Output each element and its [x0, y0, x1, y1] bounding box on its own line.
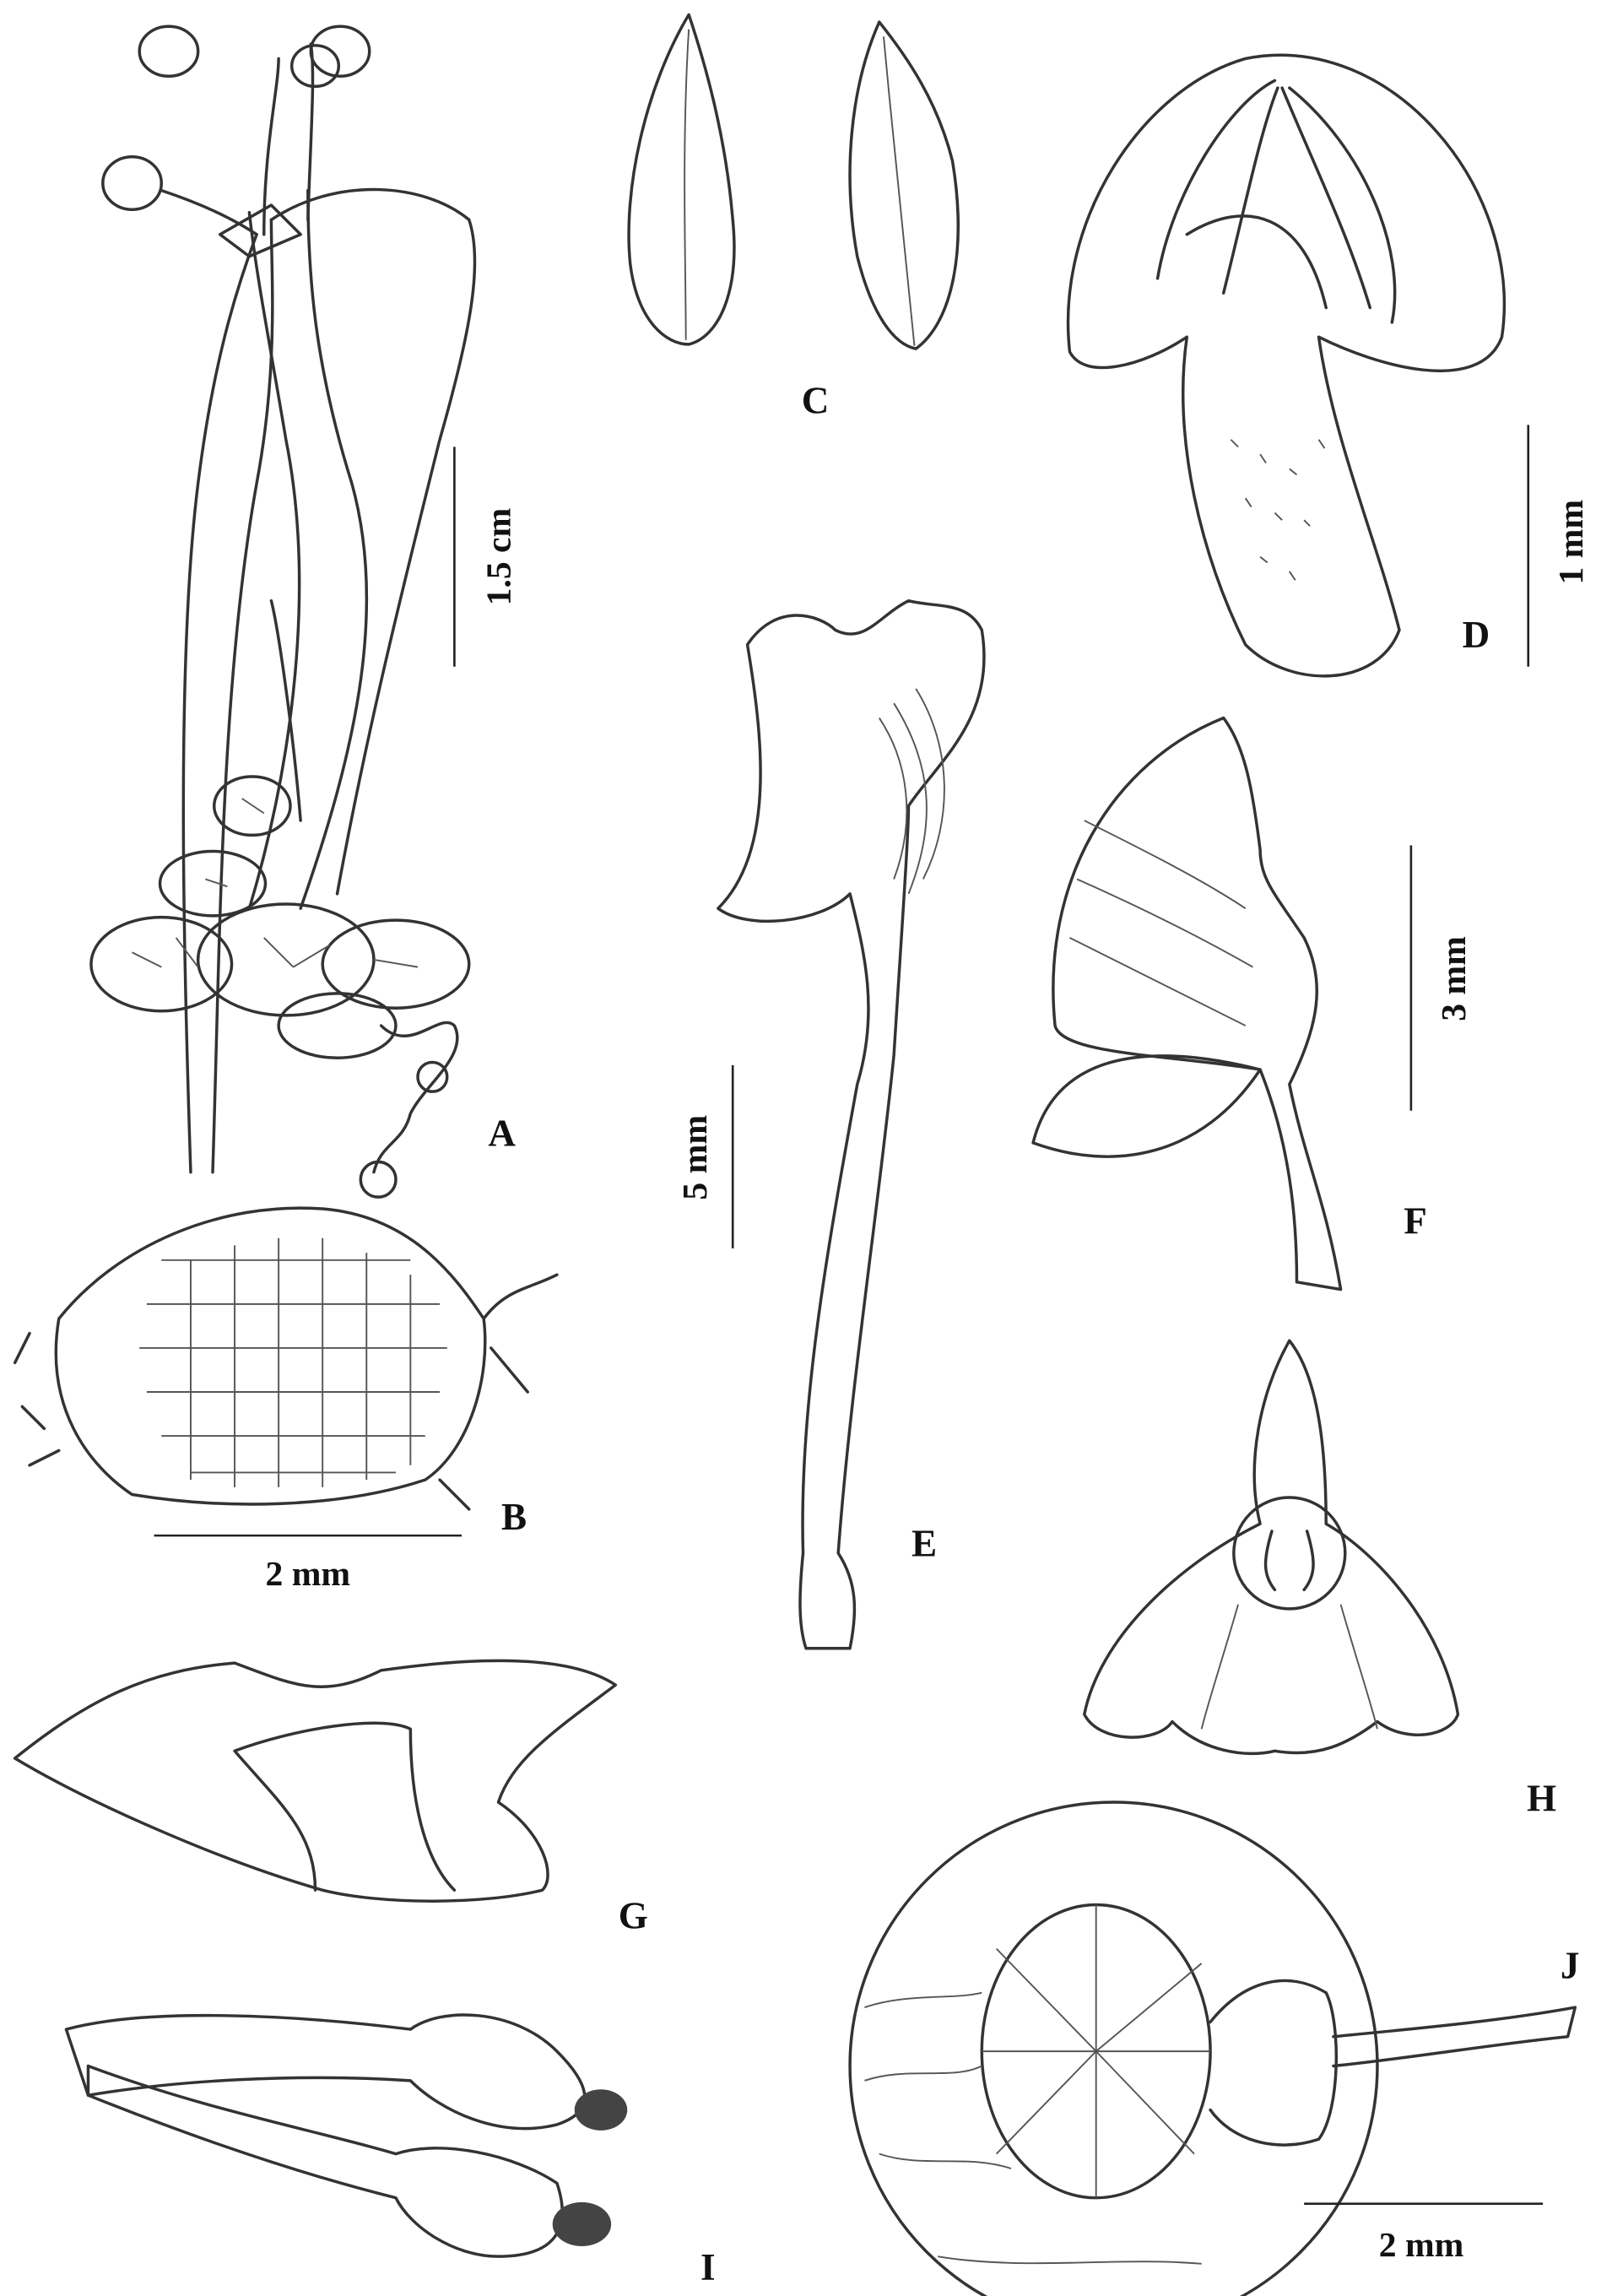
panel-label-j: J	[1561, 1944, 1580, 1986]
figure-d-flower	[1066, 53, 1507, 678]
scale-label-a: 1.5 cm	[479, 508, 518, 606]
scale-label-d: 1 mm	[1552, 500, 1591, 585]
scale-label-e: 5 mm	[676, 1115, 715, 1200]
panel-label-g: G	[619, 1894, 648, 1936]
figure-b-leaf-cells	[13, 1206, 559, 1511]
figure-h-flower-front	[1083, 1339, 1460, 1756]
panel-label-a: A	[488, 1112, 516, 1154]
figure-a-whole-plant	[89, 24, 477, 1199]
figure-f-flower-side	[1031, 716, 1343, 1292]
panel-label-b: B	[501, 1496, 527, 1538]
panel-label-e: E	[911, 1522, 937, 1564]
figure-c-leaves	[627, 13, 960, 350]
scale-label-j: 2 mm	[1379, 2226, 1464, 2265]
figure-i-capsules	[64, 2013, 628, 2258]
scale-label-f: 3 mm	[1435, 936, 1474, 1021]
panel-label-h: H	[1527, 1777, 1556, 1819]
panel-label-c: C	[802, 379, 830, 421]
figure-e-flower-spur	[717, 598, 986, 1650]
scale-label-b: 2 mm	[266, 1555, 351, 1594]
figure-j-capsule-top	[848, 1801, 1577, 2296]
panel-label-d: D	[1463, 614, 1490, 656]
figure-g-petal	[13, 1659, 618, 1903]
panel-label-i: I	[701, 2246, 716, 2288]
panel-label-f: F	[1404, 1200, 1427, 1243]
